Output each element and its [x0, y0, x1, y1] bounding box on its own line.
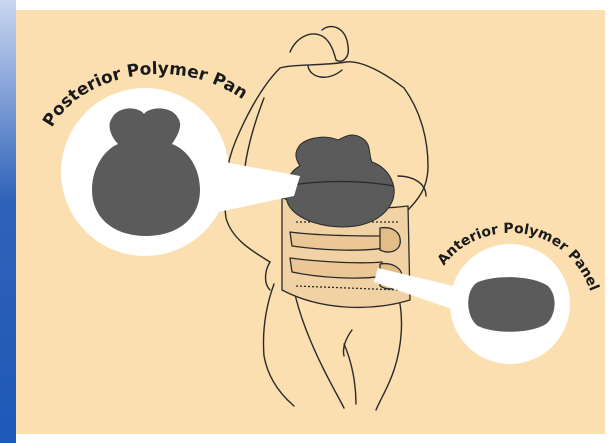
torso-figure: [223, 25, 429, 411]
posterior-callout: [61, 88, 300, 256]
anterior-callout-pointer: [374, 268, 470, 314]
anterior-panel-shape: [468, 277, 555, 332]
side-accent-strip: [0, 0, 16, 443]
posterior-callout-pointer: [218, 162, 300, 212]
posterior-panel-shape: [92, 108, 200, 236]
anterior-callout: [374, 244, 570, 364]
